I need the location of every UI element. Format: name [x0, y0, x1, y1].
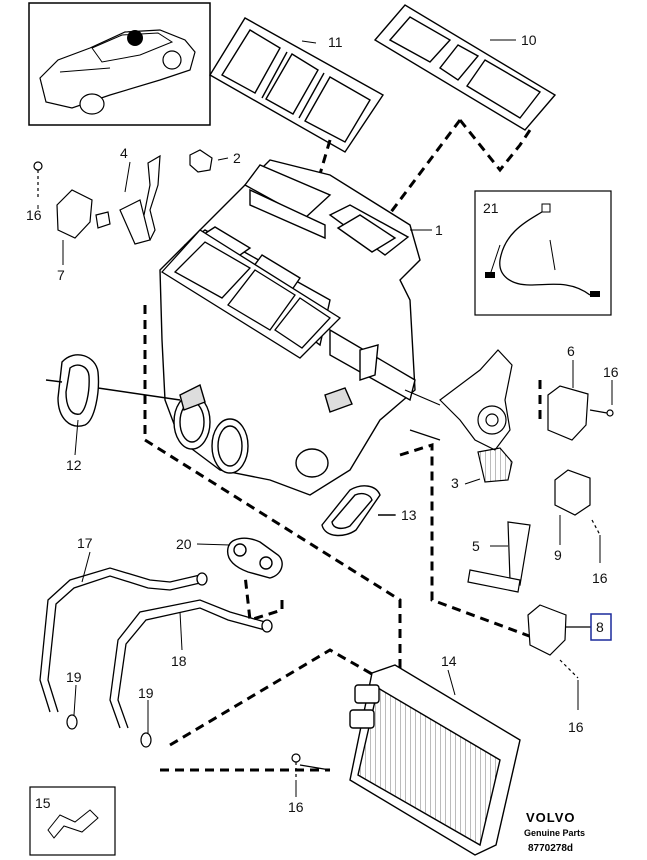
- screw-16-bottom: [291, 753, 331, 780]
- heater-core-14: [349, 664, 521, 856]
- gasket-20: [226, 537, 283, 579]
- brand-block: VOLVO Genuine Parts 8770278d: [524, 810, 585, 854]
- callout-20: 20: [176, 536, 192, 552]
- filter-10: [373, 4, 557, 131]
- callout-14: 14: [441, 653, 457, 669]
- callout-8: 8: [596, 619, 604, 635]
- callout-10: 10: [521, 32, 537, 48]
- callout-4: 4: [120, 145, 128, 161]
- callout-12: 12: [66, 457, 82, 473]
- volvo-logo: VOLVO: [526, 810, 576, 825]
- callout-3: 3: [451, 475, 459, 491]
- leader-lines: [37, 39, 613, 797]
- housing-inlet-filters: [160, 229, 342, 359]
- highlight-marker-icon: [127, 30, 143, 46]
- callout-13: 13: [401, 507, 417, 523]
- rod-5: [467, 521, 531, 593]
- seal-13: [321, 485, 395, 537]
- servo-6: [547, 385, 614, 441]
- vehicle-location-inset: [28, 2, 211, 126]
- callout-16-right-lower: 16: [568, 719, 584, 735]
- callout-19-right: 19: [138, 685, 154, 701]
- actuator-linkage: [404, 349, 513, 451]
- callout-16-right-middle: 16: [592, 570, 608, 586]
- callout-1: 1: [435, 222, 443, 238]
- callout-16-right-upper: 16: [603, 364, 619, 380]
- bracket-3: [477, 447, 513, 483]
- o-rings-19: [66, 714, 152, 748]
- callout-9: 9: [554, 547, 562, 563]
- servo-7: [56, 189, 111, 239]
- diagram-code: 8770278d: [528, 843, 573, 854]
- filter-11: [209, 17, 385, 153]
- clip-inset-15: [29, 786, 116, 856]
- callout-2: 2: [233, 150, 241, 166]
- servo-8: [527, 604, 592, 679]
- callout-16-bottom: 16: [288, 799, 304, 815]
- callout-17: 17: [77, 535, 93, 551]
- callout-7: 7: [57, 267, 65, 283]
- pipe-18: [109, 599, 273, 729]
- callout-5: 5: [472, 538, 480, 554]
- screw-16-upper-left: [33, 161, 43, 198]
- callout-11: 11: [328, 34, 343, 50]
- callout-19-left: 19: [66, 669, 82, 685]
- servo-9: [554, 469, 601, 536]
- bracket-4: [119, 154, 161, 245]
- brand-tagline: Genuine Parts: [524, 828, 585, 838]
- wiring-harness-inset: [474, 190, 612, 316]
- callout-labels: 11 10 1 2 4 16 7 21 6 16 12 3 13 9 16 17…: [26, 32, 619, 815]
- callout-16-left: 16: [26, 207, 42, 223]
- callout-8-highlight-box: [590, 613, 612, 641]
- seal-12: [45, 354, 181, 427]
- clip-2: [189, 149, 213, 173]
- callout-18: 18: [171, 653, 187, 669]
- pipe-17: [39, 567, 208, 713]
- callout-15: 15: [35, 795, 51, 811]
- callout-6: 6: [567, 343, 575, 359]
- assembly-paths: [143, 119, 542, 772]
- callout-21: 21: [483, 200, 499, 216]
